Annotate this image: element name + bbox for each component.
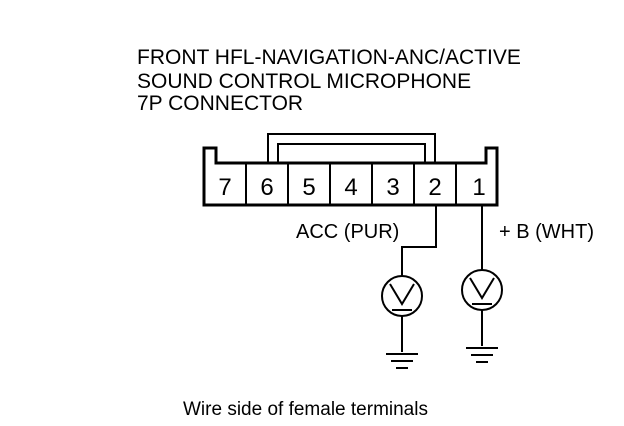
connector-lock-tab-inner xyxy=(277,143,426,163)
connector-housing xyxy=(202,146,499,207)
caption: Wire side of female terminals xyxy=(183,399,428,420)
ground-icon xyxy=(386,353,418,369)
connector-7p: 7 6 5 4 3 2 1 xyxy=(202,133,499,207)
b-label: + B (WHT) xyxy=(499,221,594,243)
pin-6: 6 xyxy=(260,174,273,201)
ground-icon xyxy=(466,347,498,363)
pin-1: 1 xyxy=(472,174,485,201)
voltmeter-icon xyxy=(461,269,503,311)
pin-4: 4 xyxy=(344,174,357,201)
title-line-1: FRONT HFL-NAVIGATION-ANC/ACTIVE xyxy=(137,46,521,69)
pin-2: 2 xyxy=(428,174,441,201)
pin-5: 5 xyxy=(302,174,315,201)
connector-lock-tab xyxy=(267,133,436,163)
acc-label: ACC (PUR) xyxy=(296,221,399,243)
acc-probe-wire xyxy=(401,205,437,276)
pin-7: 7 xyxy=(218,174,231,201)
pin-3: 3 xyxy=(386,174,399,201)
title-line-2: SOUND CONTROL MICROPHONE xyxy=(137,70,471,93)
voltmeter-icon xyxy=(381,275,423,317)
title-line-3: 7P CONNECTOR xyxy=(137,92,303,115)
